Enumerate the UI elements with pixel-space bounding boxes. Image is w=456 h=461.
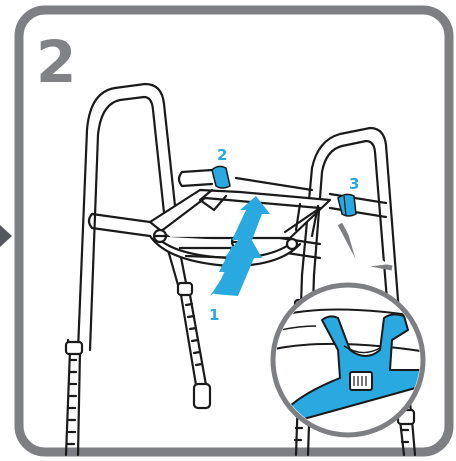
- callout-label-1: 1: [209, 306, 219, 324]
- step-number: 2: [36, 28, 76, 96]
- callout-label-3: 3: [349, 175, 359, 193]
- previous-step-icon: [0, 225, 12, 247]
- callout-label-2: 2: [217, 146, 227, 164]
